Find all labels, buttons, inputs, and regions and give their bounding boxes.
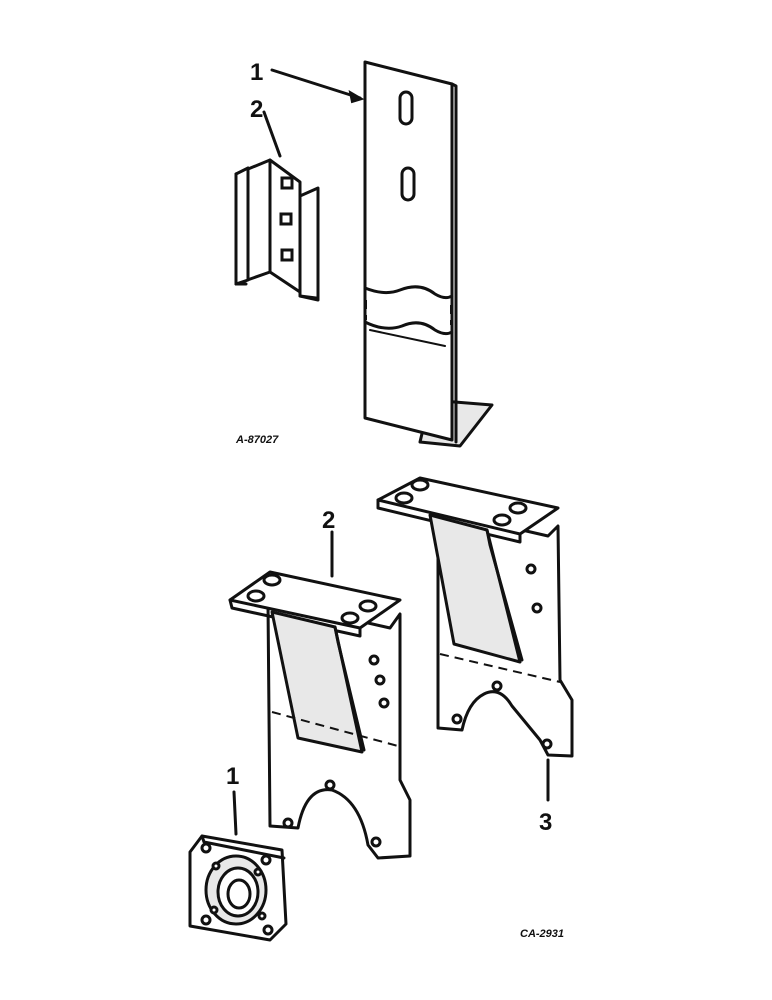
- leader-line: [270, 68, 362, 100]
- callout-top-2: 2: [250, 96, 263, 123]
- drawing-code-top: A-87027: [235, 434, 279, 446]
- top-figure: 1 2 A-87027: [234, 59, 494, 448]
- hanger-bracket-part-2: [228, 570, 412, 860]
- vertical-bracket-part: [363, 60, 494, 448]
- channel-clip-part: [234, 158, 320, 302]
- callout-bottom-3: 3: [539, 809, 552, 836]
- bottom-figure: 1 2 3 CA-2931: [188, 476, 574, 942]
- leader-line: [232, 790, 238, 836]
- hanger-bracket-part-3: [376, 476, 574, 758]
- leader-arrowhead: [348, 90, 365, 104]
- drawing-code-bottom: CA-2931: [520, 928, 564, 940]
- leader-line: [262, 110, 282, 158]
- callout-bottom-1: 1: [226, 763, 239, 790]
- callout-top-1: 1: [250, 59, 263, 86]
- flange-bearing-part: [188, 834, 288, 942]
- callout-bottom-2: 2: [322, 507, 335, 534]
